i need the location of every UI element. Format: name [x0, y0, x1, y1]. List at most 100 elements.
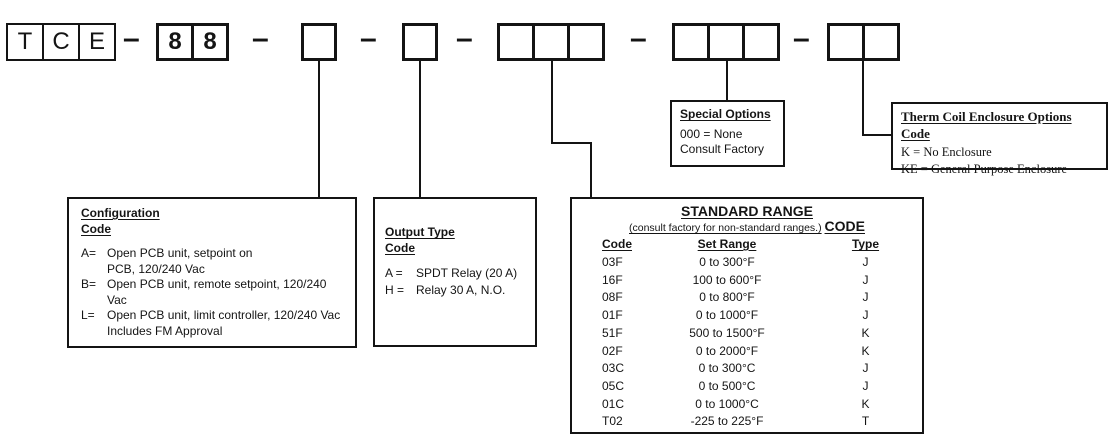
range-code: 01C [602, 396, 625, 411]
configuration-item: A= Open PCB unit, setpoint on PCB, 120/2… [81, 246, 343, 277]
set-range: 0 to 1000°F [695, 308, 759, 323]
special-options-code-boxes [672, 23, 780, 61]
connector-line [551, 142, 592, 144]
set-range: 500 to 1500°F [689, 325, 765, 340]
table-row: T02 -225 to 225°F T [572, 413, 922, 431]
set-range: 0 to 1000°C [695, 396, 759, 411]
dash-separator: – [456, 22, 473, 55]
enclosure-code-box [827, 23, 865, 61]
output-type-panel: Output Type Code A = SPDT Relay (20 A) H… [373, 197, 537, 347]
enclosure-option-line: K = No Enclosure [901, 145, 992, 159]
enclosure-options-panel: Therm Coil Enclosure Options Code K = No… [891, 102, 1108, 176]
table-row: 05C 0 to 500°C J [572, 378, 922, 396]
output-type-code-box [402, 23, 438, 61]
range-code-box [567, 23, 605, 61]
set-range: 0 to 800°F [699, 290, 755, 305]
set-range: -225 to 225°F [690, 414, 764, 429]
model-digit-box: 8 [156, 23, 194, 61]
connector-line [726, 60, 728, 101]
special-options-panel: Special Options 000 = None Consult Facto… [670, 100, 785, 167]
table-row: 51F 500 to 1500°F K [572, 325, 922, 343]
connector-line [551, 60, 553, 144]
dash-separator: – [123, 22, 140, 55]
range-code: 51F [602, 325, 623, 340]
enclosure-options-title: Therm Coil Enclosure Options Code [901, 109, 1072, 141]
range-code: 03F [602, 255, 623, 269]
connector-line [862, 60, 864, 136]
configuration-item-code: A= [81, 246, 97, 260]
standard-range-header-row: Code Set Range Type [572, 235, 922, 254]
column-header-code: Code [602, 237, 632, 251]
model-digit-box: 8 [191, 23, 229, 61]
table-row: 01F 0 to 1000°F J [572, 307, 922, 325]
range-code-boxes [497, 23, 605, 61]
model-series-boxes: 8 8 [156, 23, 229, 61]
output-type-item-desc: Relay 30 A, N.O. [416, 282, 506, 297]
special-option-box [742, 23, 780, 61]
special-options-title: Special Options [680, 107, 771, 121]
thermocouple-type: K [861, 396, 870, 411]
range-code: T02 [602, 414, 623, 429]
range-code-box [497, 23, 535, 61]
model-prefix-boxes: T C E [6, 23, 116, 61]
dash-separator: – [793, 22, 810, 55]
range-code: 03C [602, 361, 625, 376]
range-code: 16F [602, 272, 623, 287]
configuration-title: Configuration [81, 206, 160, 220]
table-row: 08F 0 to 800°F J [572, 289, 922, 307]
standard-range-title: STANDARD RANGE [681, 203, 813, 219]
range-code: 01F [602, 308, 623, 323]
model-letter-box: T [6, 23, 44, 61]
output-type-title: Output Type [385, 225, 455, 239]
thermocouple-type: J [862, 308, 869, 323]
configuration-panel: Configuration Code A= Open PCB unit, set… [67, 197, 357, 348]
special-option-box [672, 23, 710, 61]
model-letter-box: E [78, 23, 116, 61]
configuration-item-code: B= [81, 277, 97, 291]
connector-line [590, 142, 592, 198]
dash-separator: – [252, 22, 269, 55]
connector-line [862, 134, 892, 136]
model-letter-box: C [42, 23, 80, 61]
special-options-line: 000 = None [680, 126, 743, 141]
output-type-item: A = SPDT Relay (20 A) [385, 265, 525, 282]
enclosure-option-line: KE = General Purpose Enclosure [901, 162, 1068, 176]
table-row: 02F 0 to 2000°F K [572, 343, 922, 361]
table-row: 03C 0 to 300°C J [572, 360, 922, 378]
range-code: 02F [602, 343, 623, 358]
thermocouple-type: J [862, 290, 869, 305]
connector-line [318, 60, 320, 198]
standard-range-subtitle: (consult factory for non-standard ranges… [629, 222, 822, 234]
output-type-item-code: H = [385, 282, 405, 297]
output-type-item-desc: SPDT Relay (20 A) [416, 266, 518, 280]
set-range: 0 to 500°C [698, 378, 756, 393]
output-type-item: H = Relay 30 A, N.O. [385, 282, 525, 299]
thermocouple-type: J [862, 272, 869, 287]
dash-separator: – [360, 22, 377, 55]
range-code: 05C [602, 378, 625, 393]
connector-line [419, 60, 421, 197]
configuration-title-code: Code [81, 221, 111, 236]
thermocouple-type: J [862, 361, 869, 376]
special-option-box [707, 23, 745, 61]
column-header-set-range: Set Range [697, 237, 757, 251]
standard-range-panel: STANDARD RANGE (consult factory for non-… [570, 197, 924, 434]
range-code-box [532, 23, 570, 61]
set-range: 0 to 300°C [698, 361, 756, 376]
configuration-item-desc: Open PCB unit, setpoint on PCB, 120/240 … [107, 246, 253, 276]
table-row: 03F 0 to 300°F J [572, 254, 922, 272]
set-range: 0 to 300°F [699, 255, 755, 269]
dash-separator: – [630, 22, 647, 55]
special-options-line: Consult Factory [680, 142, 765, 156]
enclosure-code-boxes [827, 23, 900, 61]
configuration-item: B= Open PCB unit, remote setpoint, 120/2… [81, 277, 343, 308]
thermocouple-type: K [861, 325, 870, 340]
thermocouple-type: J [862, 255, 869, 269]
enclosure-code-box [862, 23, 900, 61]
set-range: 0 to 2000°F [695, 343, 759, 358]
set-range: 100 to 600°F [692, 272, 762, 287]
thermocouple-type: J [862, 378, 869, 393]
column-header-type: Type [851, 237, 880, 251]
configuration-code-box [301, 23, 337, 61]
